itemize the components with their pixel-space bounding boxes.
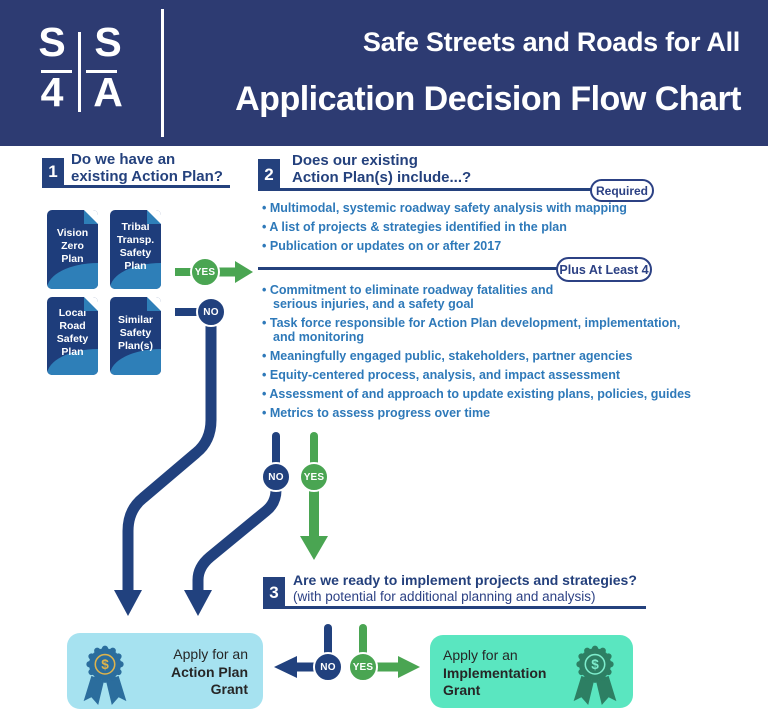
bullet-item: A list of projects & strategies identifi… [262,220,732,234]
step1-number-box: 1 [42,158,64,186]
step2-plus-rule [258,267,560,270]
required-pill: Required [590,179,654,202]
bullet-item: Assessment of and approach to update exi… [262,387,742,401]
plus-bullet-list: Commitment to eliminate roadway fataliti… [262,283,742,425]
bullet-item: Metrics to assess progress over time [262,406,742,420]
logo-letter-s2: S [94,19,122,65]
logo-letter-s1: S [38,19,66,65]
step3-number-box: 3 [263,577,285,608]
action-plan-grant-box: $ Apply for an Action Plan Grant [67,633,263,709]
step3-underline [263,606,646,609]
step1-title: Do we have an existing Action Plan? [71,151,223,185]
no3-arrowhead [274,656,297,678]
action-grant-label: Apply for an Action Plan Grant [171,646,248,699]
grant-label-line: Grant [210,681,248,697]
step1-no-badge: NO [196,297,226,327]
bullet-item: Meaningfully engaged public, stakeholder… [262,349,742,363]
bullet-item: Multimodal, systemic roadway safety anal… [262,201,732,215]
grant-label-line: Apply for an [173,646,248,662]
plan-card-label: Local Road Safety Plan [56,307,89,358]
ss4a-logo: S S 4 A [0,0,161,146]
bullet-item: Publication or updates on or after 2017 [262,239,732,253]
program-title: Safe Streets and Roads for All [362,27,740,57]
no2-arrowhead [184,590,212,616]
logo-letter-a: A [93,69,123,115]
grant-label-line: Grant [443,682,481,698]
plan-card-vision-zero: Vision Zero Plan [47,210,98,289]
step3-no-badge: NO [313,652,343,682]
bullet-item: Equity-centered process, analysis, and i… [262,368,742,382]
page-title: Application Decision Flow Chart [235,80,741,118]
step2-no-badge: NO [261,462,291,492]
dollar-sign: $ [591,657,599,672]
award-ribbon-icon: $ [83,645,127,706]
logo-letter-4: 4 [40,69,64,115]
step2-number-box: 2 [258,159,280,190]
logo-crossline-right [86,70,117,73]
plan-card-similar: Similar Safety Plan(s) [110,297,161,375]
step2-title: Does our existing Action Plan(s) include… [292,152,472,186]
plan-card-label: Similar Safety Plan(s) [117,313,154,352]
implementation-grant-box: Apply for an Implementation Grant $ [430,635,633,708]
step3-title: Are we ready to implement projects and s… [293,572,637,588]
step1-underline [42,185,230,188]
plan-card-label: Tribal Transp. Safety Plan [116,220,155,272]
ribbon-tail-right [595,675,617,706]
no1-arrowhead [114,590,142,616]
bullet-item: Commitment to eliminate roadway fataliti… [262,283,742,311]
step3-yes-badge: YES [348,652,378,682]
dollar-ring [584,653,606,675]
ribbon-tail-left [573,675,595,706]
header-divider [161,9,164,137]
step3-subtitle: (with potential for additional planning … [293,589,596,604]
dollar-sign: $ [101,657,109,672]
plus-at-least-4-pill: Plus At Least 4 [556,257,652,282]
logo-crossline-left [41,70,72,73]
yes3-arrowhead [398,656,420,678]
step1-yes-badge: YES [190,257,220,287]
logo-crossline-vertical [78,32,81,112]
ribbon-tail-left [83,675,105,706]
bullet-item: Task force responsible for Action Plan d… [262,316,742,344]
award-ribbon-icon: $ [573,645,617,706]
step2-yes-badge: YES [299,462,329,492]
grant-label-line: Apply for an [443,647,518,663]
required-bullet-list: Multimodal, systemic roadway safety anal… [262,201,732,258]
dollar-ring [94,653,116,675]
ribbon-tail-right [105,675,127,706]
grant-label-line: Action Plan [170,663,248,680]
yes2-arrowhead [300,536,328,560]
plan-card-label: Vision Zero Plan [56,227,89,265]
implementation-grant-label: Apply for an Implementation Grant [443,647,546,700]
plan-card-local-road: Local Road Safety Plan [47,297,98,375]
plan-card-tribal: Tribal Transp. Safety Plan [110,210,161,289]
grant-label-line: Implementation [443,664,547,681]
header-banner: S S 4 A Safe Streets and Roads for All A… [0,0,768,146]
step2-required-rule [258,188,594,191]
yes1-arrowhead [235,261,253,283]
